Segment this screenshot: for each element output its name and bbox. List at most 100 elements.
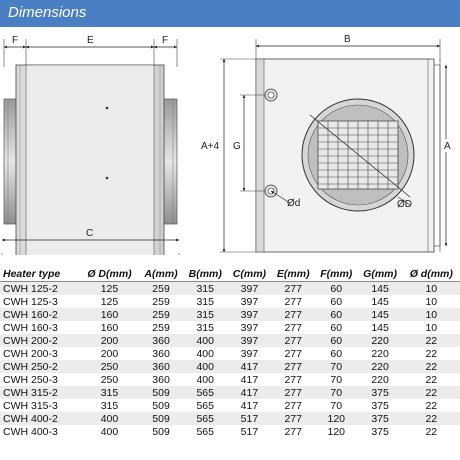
table-cell: 10 xyxy=(402,321,460,334)
table-cell: 60 xyxy=(314,308,358,321)
table-cell: 70 xyxy=(314,360,358,373)
technical-drawing-svg: F E F xyxy=(1,34,455,255)
table-cell: 277 xyxy=(271,425,315,438)
column-header: Ø d(mm) xyxy=(402,266,460,282)
table-cell: 360 xyxy=(138,347,184,360)
column-header: C(mm) xyxy=(227,266,272,282)
table-cell: 360 xyxy=(138,334,184,347)
table-cell: CWH 125-3 xyxy=(0,295,81,308)
table-cell: 277 xyxy=(271,321,315,334)
table-cell: 277 xyxy=(271,347,315,360)
label-d-large: ØD xyxy=(397,199,412,210)
table-cell: 10 xyxy=(402,295,460,308)
label-b: B xyxy=(344,34,351,45)
side-view: F E F xyxy=(1,35,180,255)
table-cell: 277 xyxy=(271,281,315,295)
table-cell: CWH 125-2 xyxy=(0,281,81,295)
table-cell: 60 xyxy=(314,295,358,308)
table-cell: 397 xyxy=(227,281,272,295)
table-cell: 125 xyxy=(80,295,139,308)
table-cell: 120 xyxy=(314,425,358,438)
column-header: G(mm) xyxy=(357,266,403,282)
table-cell: 417 xyxy=(227,360,272,373)
table-cell: 22 xyxy=(402,425,460,438)
label-g: G xyxy=(233,141,241,152)
table-cell: 120 xyxy=(314,412,358,425)
table-cell: 315 xyxy=(183,308,228,321)
table-cell: 277 xyxy=(271,334,315,347)
table-cell: 145 xyxy=(357,295,403,308)
table-cell: 22 xyxy=(402,412,460,425)
table-cell: 565 xyxy=(183,425,228,438)
table-cell: 315 xyxy=(80,386,139,399)
table-cell: 400 xyxy=(183,347,228,360)
table-cell: 417 xyxy=(227,399,272,412)
table-cell: 360 xyxy=(138,360,184,373)
table-cell: 565 xyxy=(183,399,228,412)
label-f-right: F xyxy=(162,35,168,46)
section-header: Dimensions xyxy=(0,0,460,27)
table-cell: 400 xyxy=(183,334,228,347)
table-cell: 517 xyxy=(227,425,272,438)
table-cell: 145 xyxy=(357,308,403,321)
table-cell: 277 xyxy=(271,373,315,386)
label-c: C xyxy=(86,228,93,239)
table-cell: 509 xyxy=(138,386,184,399)
front-view: B xyxy=(200,34,455,253)
table-cell: 220 xyxy=(357,334,403,347)
table-cell: 397 xyxy=(227,308,272,321)
table-cell: 160 xyxy=(80,321,139,334)
table-cell: 375 xyxy=(357,399,403,412)
table-cell: 375 xyxy=(357,386,403,399)
table-cell: 250 xyxy=(80,360,139,373)
table-cell: CWH 200-3 xyxy=(0,347,81,360)
label-e: E xyxy=(87,35,94,46)
table-cell: CWH 250-2 xyxy=(0,360,81,373)
column-header: E(mm) xyxy=(271,266,315,282)
table-cell: 22 xyxy=(402,334,460,347)
table-cell: 220 xyxy=(357,360,403,373)
table-cell: 315 xyxy=(183,295,228,308)
table-cell: 250 xyxy=(80,373,139,386)
table-cell: CWH 315-3 xyxy=(0,399,81,412)
column-header: A(mm) xyxy=(138,266,184,282)
table-cell: CWH 400-3 xyxy=(0,425,81,438)
table-cell: 400 xyxy=(183,373,228,386)
table-cell: 400 xyxy=(183,360,228,373)
table-cell: CWH 315-2 xyxy=(0,386,81,399)
table-cell: 200 xyxy=(80,334,139,347)
table-cell: 145 xyxy=(357,281,403,295)
table-cell: 70 xyxy=(314,399,358,412)
table-cell: 315 xyxy=(183,281,228,295)
table-cell: 277 xyxy=(271,295,315,308)
table-cell: CWH 160-3 xyxy=(0,321,81,334)
section-diagonal xyxy=(309,114,411,198)
table-cell: 509 xyxy=(138,425,184,438)
table-cell: 375 xyxy=(357,412,403,425)
table-cell: 315 xyxy=(183,321,228,334)
table-cell: 315 xyxy=(80,399,139,412)
table-cell: 259 xyxy=(138,321,184,334)
table-cell: 417 xyxy=(227,386,272,399)
table-cell: 397 xyxy=(227,347,272,360)
table-cell: 397 xyxy=(227,321,272,334)
table-cell: 145 xyxy=(357,321,403,334)
label-d-small: Ød xyxy=(287,198,300,209)
table-cell: 360 xyxy=(138,373,184,386)
table-cell: CWH 200-2 xyxy=(0,334,81,347)
table-cell: 259 xyxy=(138,308,184,321)
column-header: Ø D(mm) xyxy=(80,266,139,282)
table-cell: 417 xyxy=(227,373,272,386)
table-cell: 509 xyxy=(138,412,184,425)
